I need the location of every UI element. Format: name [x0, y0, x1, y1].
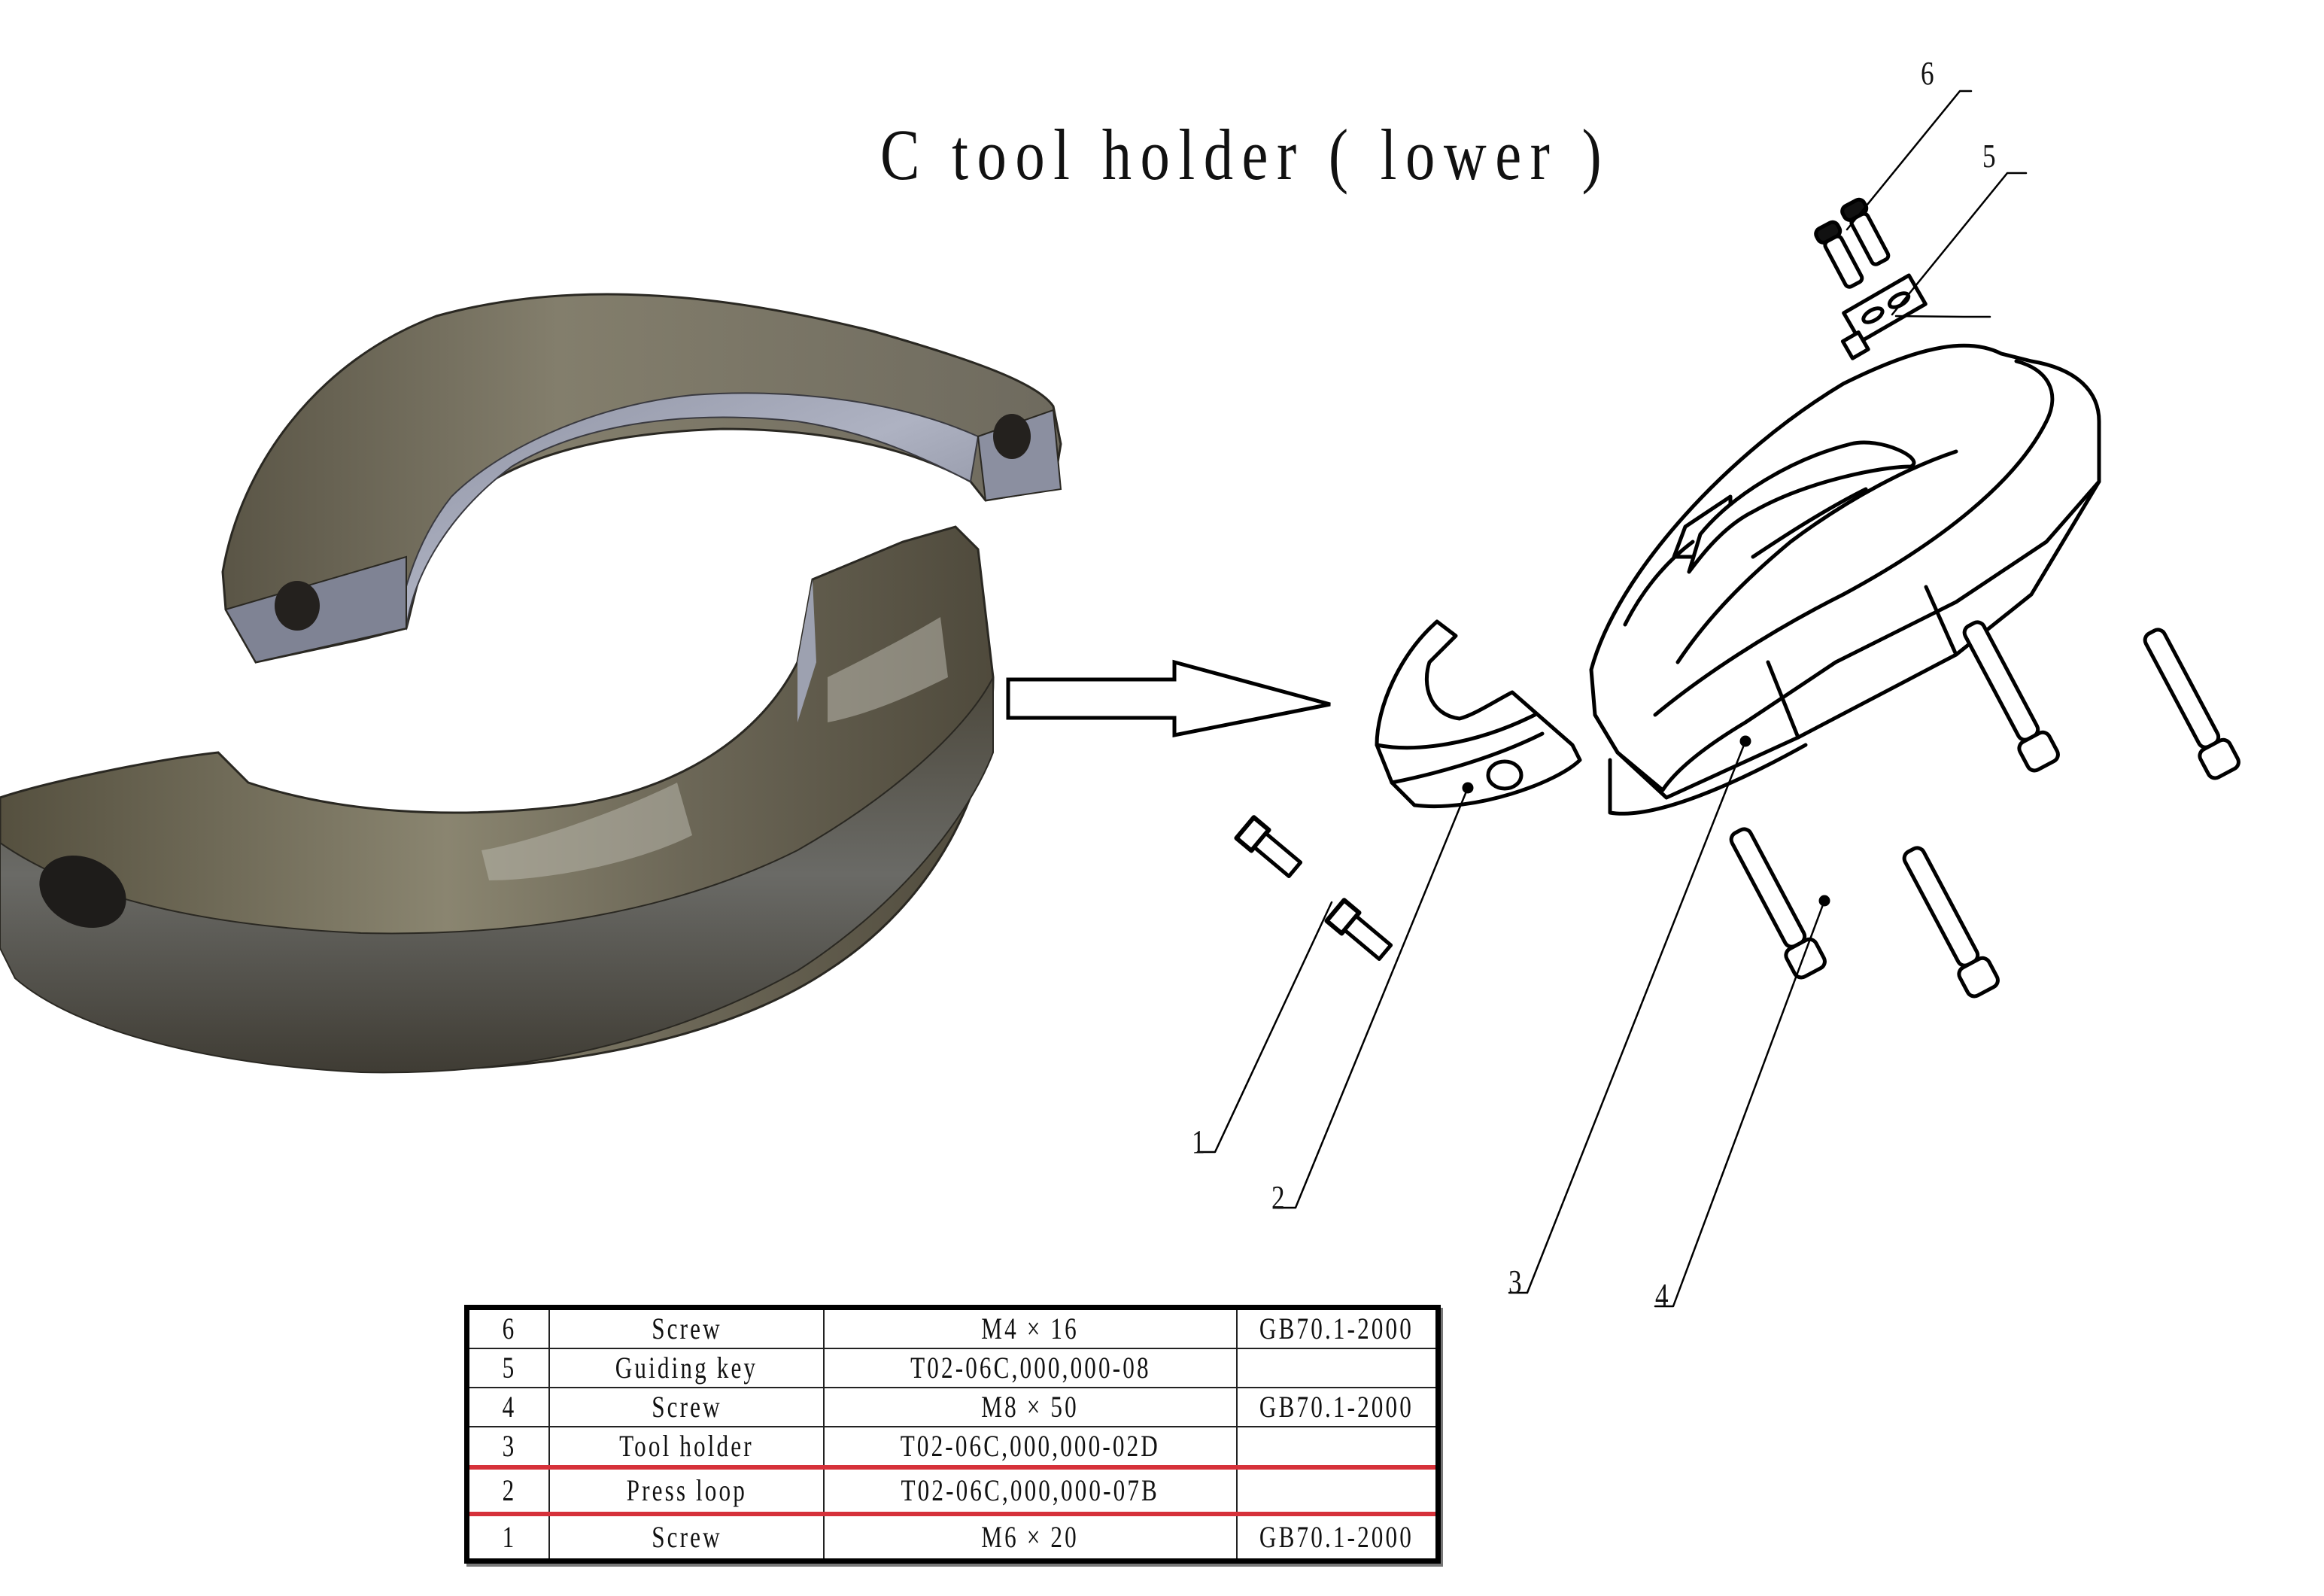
part-standard: GB70.1-2000	[1236, 1387, 1439, 1427]
part-name: Press loop	[548, 1465, 825, 1516]
part-number: 1	[466, 1513, 551, 1562]
callout-1: 1	[1192, 1123, 1205, 1160]
upper-half-ring	[221, 293, 1062, 664]
part-standard: GB70.1-2000	[1236, 1513, 1439, 1562]
bolt-hole-icon	[275, 581, 320, 631]
part-6-screws	[1814, 197, 1891, 289]
table-row: 1 Screw M6 × 20 GB70.1-2000	[466, 1513, 1439, 1562]
part-5-guiding-key	[1840, 273, 1928, 360]
part-spec: M8 × 50	[822, 1387, 1238, 1427]
drawing-title: C tool holder ( lower )	[880, 114, 1611, 195]
parts-list-table: 6 Screw M4 × 16 GB70.1-2000 5 Guiding ke…	[464, 1305, 1441, 1564]
part-name: Screw	[548, 1513, 825, 1562]
callout-5: 5	[1982, 138, 1996, 175]
part-standard: GB70.1-2000	[1236, 1306, 1439, 1349]
part-name: Tool holder	[548, 1426, 825, 1468]
press-loop-photo	[0, 293, 1062, 1074]
part-number: 5	[466, 1348, 551, 1388]
lower-half-ring	[0, 525, 995, 1074]
table-row: 6 Screw M4 × 16 GB70.1-2000	[466, 1306, 1439, 1349]
table-row: 4 Screw M8 × 50 GB70.1-2000	[466, 1387, 1439, 1427]
part-name: Screw	[548, 1306, 825, 1349]
callout-6: 6	[1921, 55, 1934, 92]
part-spec: T02-06C,000,000-08	[822, 1348, 1238, 1388]
bolt-hole-icon	[993, 414, 1031, 459]
part-number: 6	[466, 1306, 551, 1349]
part-3-tool-holder	[1589, 343, 2101, 816]
callout-3: 3	[1508, 1263, 1522, 1300]
part-1-screws	[1234, 815, 1393, 961]
table-row-highlighted: 2 Press loop T02-06C,000,000-07B	[464, 1465, 1441, 1516]
table-row: 3 Tool holder T02-06C,000,000-02D	[466, 1426, 1439, 1468]
part-spec: M6 × 20	[822, 1513, 1238, 1562]
part-name: Guiding key	[548, 1348, 825, 1388]
part-spec: M4 × 16	[822, 1306, 1238, 1349]
table-row: 5 Guiding key T02-06C,000,000-08	[466, 1348, 1439, 1388]
part-standard	[1236, 1465, 1441, 1516]
bolt-hole-icon	[39, 855, 126, 929]
part-spec: T02-06C,000,000-02D	[822, 1426, 1238, 1468]
part-2-press-loop	[1375, 619, 1582, 809]
part-number: 2	[464, 1465, 551, 1516]
part-number: 3	[466, 1426, 551, 1468]
callout-4: 4	[1655, 1277, 1669, 1314]
callout-2: 2	[1271, 1179, 1285, 1216]
part-4-screws	[1729, 620, 2240, 999]
leader-lines	[1196, 90, 2028, 1308]
part-name: Screw	[548, 1387, 825, 1427]
part-number: 4	[466, 1387, 551, 1427]
part-standard	[1236, 1348, 1439, 1388]
part-standard	[1236, 1426, 1439, 1468]
part-spec: T02-06C,000,000-07B	[822, 1465, 1238, 1516]
